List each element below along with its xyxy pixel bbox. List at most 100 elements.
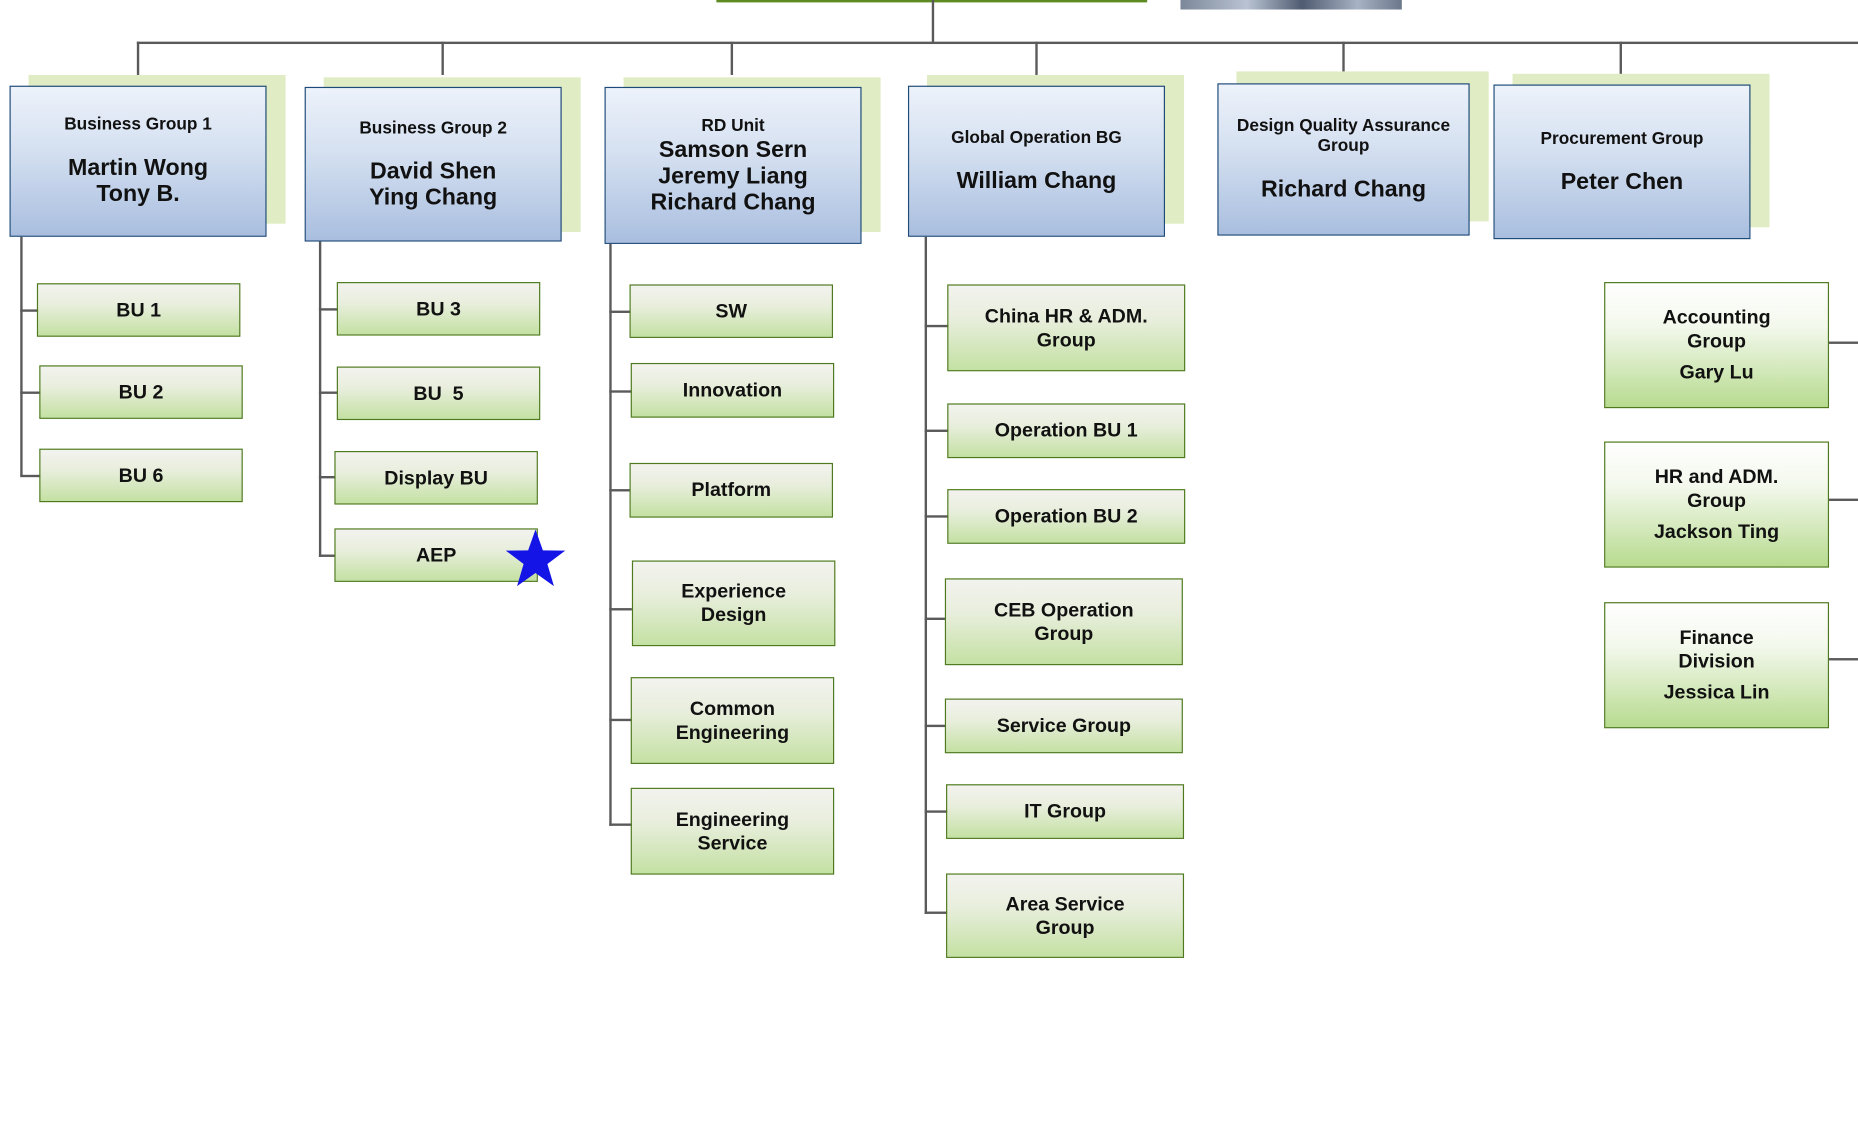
unit-head-name: Gary Lu — [1679, 361, 1754, 384]
unit-box: BU 2 — [39, 365, 243, 419]
connector — [924, 911, 948, 914]
department-label: Global Operation BG — [951, 128, 1122, 148]
department-head-name: Samson Sern — [658, 136, 808, 163]
unit-label: BU 5 — [413, 382, 464, 405]
unit-label: CEB Operation Group — [994, 599, 1134, 645]
unit-label: Engineering Service — [675, 808, 790, 854]
unit-box: Innovation — [630, 362, 835, 418]
star-marker-icon — [505, 529, 566, 587]
finance-unit-box: HR and ADM. Group Jackson Ting — [1604, 441, 1830, 568]
unit-box: Experience Design — [631, 560, 836, 647]
department-label: Business Group 2 — [359, 118, 507, 138]
unit-label: HR and ADM. Group — [1654, 466, 1779, 512]
unit-box: Area Service Group — [946, 873, 1185, 958]
unit-label: BU 3 — [416, 298, 461, 320]
department-box-business-group-2: Business Group 2 David Shen Ying Chang — [304, 86, 562, 242]
connector — [730, 41, 734, 75]
connector — [609, 608, 632, 611]
connector — [609, 823, 632, 826]
unit-label: AEP — [415, 544, 457, 566]
department-box-procurement: Procurement Group Peter Chen — [1493, 84, 1751, 240]
connector — [609, 243, 612, 826]
unit-label: China HR & ADM. Group — [984, 305, 1148, 351]
connector — [20, 391, 41, 394]
connector — [924, 724, 947, 728]
unit-box: Service Group — [944, 698, 1183, 754]
unit-label: Operation BU 1 — [994, 420, 1138, 442]
connector — [924, 429, 949, 432]
connector — [1829, 658, 1858, 661]
connector — [1829, 498, 1858, 501]
department-box-design-quality: Design Quality Assurance Group Richard C… — [1217, 83, 1470, 236]
unit-label: BU 2 — [118, 381, 164, 403]
unit-head-name: Jessica Lin — [1663, 681, 1770, 704]
unit-box: Engineering Service — [630, 787, 835, 875]
connector — [609, 390, 632, 393]
unit-label: SW — [715, 300, 748, 322]
unit-box: BU 5 — [336, 366, 541, 421]
unit-box: Operation BU 2 — [947, 489, 1186, 544]
unit-label: Platform — [691, 479, 772, 501]
unit-box: BU 3 — [336, 282, 541, 336]
connector — [924, 515, 949, 518]
department-box-business-group-1: Business Group 1 Martin Wong Tony B. — [9, 85, 267, 237]
unit-label: Operation BU 2 — [994, 505, 1138, 528]
connector — [136, 41, 1858, 45]
finance-unit-box: Finance Division Jessica Lin — [1604, 602, 1830, 729]
unit-box: BU 6 — [39, 448, 243, 503]
unit-label: Service Group — [996, 715, 1131, 737]
connector — [1035, 41, 1038, 75]
connector — [1829, 341, 1858, 344]
finance-unit-box: Accounting Group Gary Lu — [1604, 282, 1830, 409]
unit-label: Finance Division — [1678, 627, 1755, 673]
connector — [318, 241, 322, 557]
connector — [318, 391, 338, 394]
department-head-name: David Shen — [369, 157, 497, 184]
connector — [924, 236, 928, 914]
connector — [136, 41, 140, 75]
unit-label: Experience Design — [681, 580, 787, 626]
department-head-name: Martin Wong — [67, 154, 209, 181]
unit-label: Accounting Group — [1662, 307, 1771, 353]
department-head-name: Richard Chang — [1260, 176, 1427, 203]
connector — [924, 810, 948, 813]
department-head-name: Richard Chang — [650, 188, 816, 215]
connector — [441, 41, 444, 75]
unit-box: Operation BU 1 — [947, 403, 1186, 459]
unit-label: Area Service Group — [1005, 893, 1125, 939]
connector — [318, 308, 338, 311]
unit-box: China HR & ADM. Group — [947, 284, 1186, 372]
connector — [318, 554, 336, 557]
connector — [318, 476, 336, 479]
unit-box: Common Engineering — [630, 677, 835, 764]
department-label: Design Quality Assurance Group — [1236, 116, 1451, 156]
department-head-name: William Chang — [956, 167, 1117, 194]
connector — [20, 309, 40, 312]
unit-box: SW — [629, 284, 834, 338]
department-label: RD Unit — [701, 116, 765, 136]
department-head-name: Tony B. — [96, 180, 180, 208]
unit-label: Common Engineering — [675, 697, 790, 744]
connector — [924, 617, 947, 620]
connector — [924, 324, 949, 328]
connector — [20, 474, 41, 478]
connector — [609, 310, 631, 313]
department-label: Business Group 1 — [64, 115, 212, 135]
connector — [609, 489, 630, 492]
connector — [1619, 41, 1622, 75]
unit-head-name: Jackson Ting — [1654, 521, 1780, 543]
star-shape — [505, 529, 566, 587]
department-box-global-operation: Global Operation BG William Chang — [907, 85, 1166, 237]
unit-box: Platform — [629, 462, 834, 518]
connector — [931, 0, 935, 43]
department-head-name: Peter Chen — [1560, 168, 1684, 195]
unit-label: IT Group — [1024, 800, 1106, 823]
connector — [609, 718, 632, 722]
executive-photo — [1180, 0, 1402, 10]
department-head-name: Ying Chang — [369, 183, 498, 211]
department-box-rd-unit: RD Unit Samson Sern Jeremy Liang Richard… — [604, 86, 862, 244]
connector — [20, 236, 23, 477]
department-label: Procurement Group — [1540, 129, 1704, 149]
unit-label: BU 6 — [118, 464, 164, 487]
